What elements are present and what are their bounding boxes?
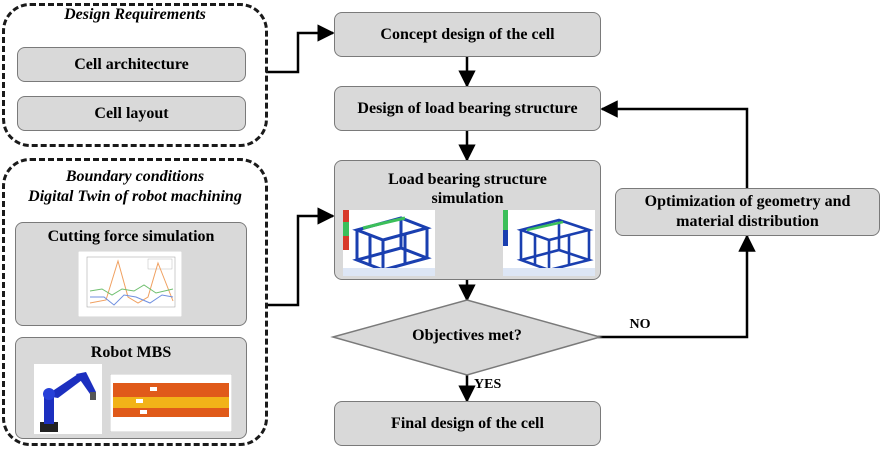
cutting-force-plot [78,251,182,317]
simulation-label-line2: simulation [431,190,504,207]
load-bearing-design-box: Design of load bearing structure [334,86,601,131]
fem-result-left [343,210,435,276]
objectives-diamond [330,299,603,376]
digital-twin-title: Digital Twin of robot machining [28,188,242,205]
simulation-label-line1: Load bearing structure [388,171,547,188]
robot-mbs-plot [110,374,232,432]
arrow-boundary-to-simulation [266,207,335,307]
objectives-label: Objectives met? [412,327,522,344]
design-requirements-title: Design Requirements [64,6,206,23]
robot-arm-image [34,364,102,434]
boundary-conditions-group [2,158,268,446]
arrow-requirements-to-concept [266,24,335,74]
cell-architecture-box: Cell architecture [17,47,246,82]
arrow-objectives-to-optimization [598,234,756,339]
cell-layout-box: Cell layout [17,96,246,131]
cutting-force-label: Cutting force simulation [47,228,215,245]
yes-label: YES [474,377,502,392]
fem-result-right [503,210,595,276]
optimization-box: Optimization of geometry and material di… [615,188,880,236]
arrow-optimization-to-load [600,100,749,188]
design-requirements-group [2,3,268,147]
robot-mbs-label: Robot MBS [90,344,172,361]
optimization-label-line2: material distribution [676,213,819,230]
concept-design-box: Concept design of the cell [334,12,601,57]
optimization-label-line1: Optimization of geometry and [644,193,851,210]
no-label: NO [629,317,651,332]
boundary-conditions-title: Boundary conditions [65,168,205,185]
final-design-box: Final design of the cell [334,401,601,446]
